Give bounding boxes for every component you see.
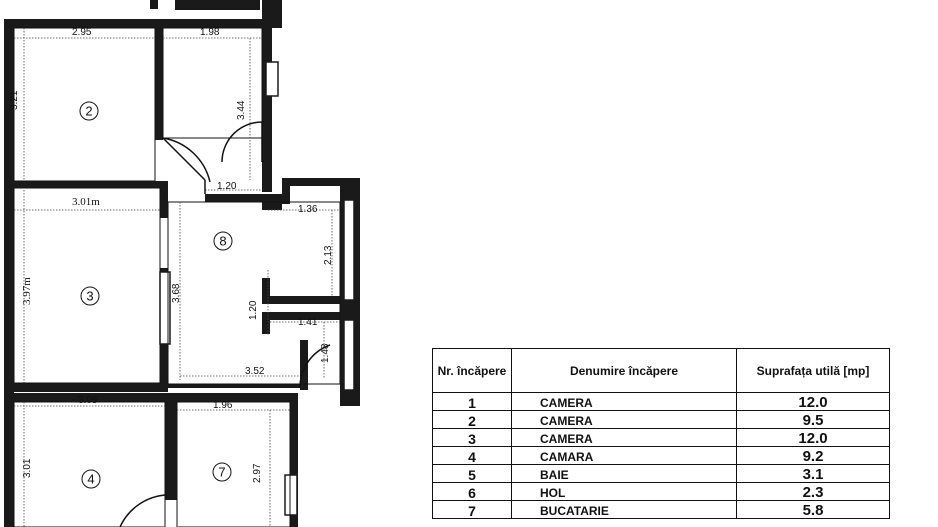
cell-area: 3.1	[736, 464, 890, 483]
dim-room1-height: 3.44	[236, 100, 247, 120]
dim-closet-width: 1.41	[298, 317, 318, 328]
cell-area: 9.5	[736, 410, 890, 429]
cell-name: CAMERA	[511, 410, 737, 429]
header-area: Suprafața utilă [mp]	[736, 348, 890, 393]
dim-room7-width: 1.96	[213, 400, 233, 411]
cell-name: CAMERA	[511, 428, 737, 447]
cell-area: 9.2	[736, 446, 890, 465]
header-name: Denumire încăpere	[511, 348, 737, 393]
dim-room7-height: 2.97	[252, 463, 263, 483]
room-number-8: 8	[219, 234, 226, 249]
plan-outlines	[13, 27, 341, 527]
cell-name: BAIE	[511, 464, 737, 483]
room-number-3: 3	[86, 289, 93, 304]
room-numbers: 2 3 8 4 7	[85, 104, 226, 487]
cell-nr: 1	[432, 392, 512, 411]
dim-room4-width: 3.05	[78, 395, 98, 406]
cell-nr: 5	[432, 464, 512, 483]
dim-hall-wall-right: 1.36	[298, 204, 318, 215]
table-row: 3 CAMERA 12.0	[432, 428, 890, 447]
cell-nr: 6	[432, 482, 512, 501]
dim-room4-height: 3.01	[22, 458, 33, 478]
cell-area: 5.8	[736, 500, 890, 519]
cell-area: 12.0	[736, 392, 890, 411]
cell-name: HOL	[511, 482, 737, 501]
cell-name: CAMERA	[511, 392, 737, 411]
table-row: 2 CAMERA 9.5	[432, 410, 890, 429]
cell-nr: 2	[432, 410, 512, 429]
table-row: 5 BAIE 3.1	[432, 464, 890, 483]
room-number-7: 7	[218, 465, 225, 480]
dim-room3-height: 3.97m	[21, 277, 33, 305]
dim-room1-width: 1.98	[200, 27, 220, 38]
room-number-2: 2	[85, 104, 92, 119]
table-row: 1 CAMERA 12.0	[432, 392, 890, 411]
dim-closet-height: 1.20	[248, 300, 259, 320]
dim-passage-width: 1.20	[217, 181, 237, 192]
dim-room2-width: 2.95	[72, 27, 92, 38]
cell-name: CAMARA	[511, 446, 737, 465]
rooms-table: Nr. încăpere Denumire încăpere Suprafața…	[432, 348, 890, 519]
header-nr: Nr. încăpere	[432, 348, 512, 393]
dimension-lines	[14, 28, 340, 527]
cell-name: BUCATARIE	[511, 500, 737, 519]
cell-nr: 3	[432, 428, 512, 447]
table-row: 7 BUCATARIE 5.8	[432, 500, 890, 519]
cell-area: 12.0	[736, 428, 890, 447]
cell-nr: 7	[432, 500, 512, 519]
dim-room2-height: 3.21	[9, 90, 20, 110]
door-swings	[119, 121, 331, 527]
cell-area: 2.3	[736, 482, 890, 501]
table-row: 4 CAMARA 9.2	[432, 446, 890, 465]
table-header-row: Nr. încăpere Denumire încăpere Suprafața…	[432, 348, 890, 393]
table-row: 6 HOL 2.3	[432, 482, 890, 501]
dim-hall-width: 3.52	[245, 366, 265, 377]
dim-door-height: 1.48	[320, 343, 331, 363]
plan-walls	[4, 0, 360, 527]
dim-hall-right-height: 2.13	[323, 245, 334, 265]
cell-nr: 4	[432, 446, 512, 465]
room-number-4: 4	[87, 472, 94, 487]
dimension-labels: 2.95 3.21 1.98 3.44 1.20 3.01m 3.97m 3.6…	[9, 27, 334, 483]
room-circles	[79, 101, 233, 489]
dim-room3-width: 3.01m	[72, 196, 100, 208]
dim-hall-height: 3.68	[171, 283, 182, 303]
